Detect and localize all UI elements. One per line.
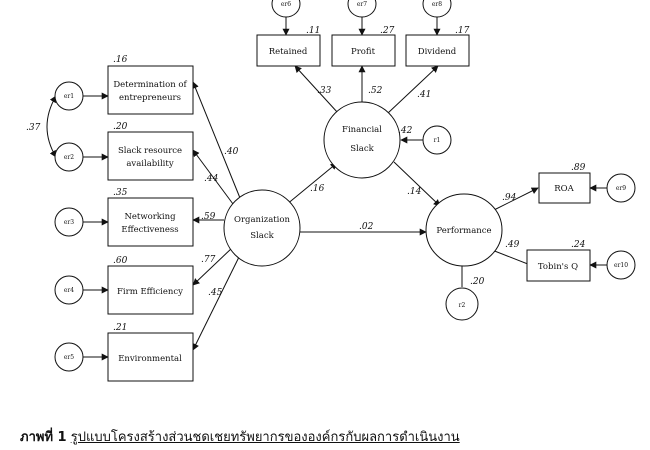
path-org-firm-efficiency	[192, 246, 234, 286]
latent-organization-slack	[223, 189, 301, 267]
error-er2	[54, 142, 84, 172]
coef-fin-dividend: .41	[417, 90, 431, 100]
label-er10: er10	[614, 262, 628, 269]
box-retained	[256, 34, 321, 67]
coef-org-perf: .02	[359, 222, 374, 232]
label-er5: er5	[64, 354, 74, 361]
path-perf-roa	[493, 187, 539, 211]
label-roa: ROA	[554, 184, 574, 194]
label-slack-resource-1: Slack resource	[118, 146, 182, 156]
r2-determination: .16	[113, 55, 128, 65]
r2-tobins-q: .24	[571, 240, 586, 250]
sem-path-diagram: er1 er2 er3 er4 er5 er6 er7 er8 er9 er10…	[26, 0, 636, 382]
error-r2	[445, 287, 479, 321]
error-er4	[54, 275, 84, 305]
label-dividend: Dividend	[418, 47, 457, 57]
coef-fin-profit: .52	[368, 86, 383, 96]
r2-networking: .35	[113, 188, 128, 198]
error-er3	[54, 207, 84, 237]
path-fin-perf	[393, 161, 441, 207]
label-environmental: Environmental	[118, 354, 182, 364]
label-determination-2: entrepreneurs	[119, 93, 181, 103]
box-networking	[107, 197, 194, 247]
label-networking-2: Effectiveness	[121, 225, 178, 235]
error-er8	[422, 0, 452, 18]
covariance-er1-er2	[46, 95, 57, 158]
coef-org-determination: .40	[224, 147, 239, 157]
coef-perf-roa: .94	[502, 193, 517, 203]
box-firm-efficiency	[107, 265, 194, 315]
label-financial-slack-1: Financial	[342, 125, 382, 135]
r2-profit: .27	[380, 26, 395, 36]
label-retained: Retained	[269, 47, 308, 57]
coef-org-environmental: .45	[208, 288, 223, 298]
path-fin-dividend	[387, 65, 439, 114]
label-firm-efficiency: Firm Efficiency	[117, 287, 183, 297]
latent-financial-slack	[323, 101, 401, 179]
label-er8: er8	[432, 1, 442, 8]
box-slack-resource	[107, 131, 194, 181]
box-tobins-q	[526, 249, 591, 282]
latent-performance	[425, 193, 503, 267]
label-r1: r1	[434, 137, 441, 144]
label-er1: er1	[64, 93, 74, 100]
label-er2: er2	[64, 154, 74, 161]
coef-er1-er2-cov: .37	[26, 123, 41, 133]
r2-performance: .20	[470, 277, 485, 287]
r2-retained: .11	[306, 26, 320, 36]
coef-perf-tobins: .49	[505, 240, 520, 250]
coef-fin-retained: .33	[317, 86, 332, 96]
error-er10	[606, 250, 636, 280]
r2-firm-efficiency: .60	[113, 256, 128, 266]
path-org-fin	[285, 162, 338, 206]
label-er6: er6	[281, 1, 291, 8]
box-profit	[331, 34, 396, 67]
r2-roa: .89	[571, 163, 586, 173]
label-slack-resource-2: availability	[126, 159, 173, 169]
coef-org-firm-efficiency: .77	[201, 255, 216, 265]
error-r1	[422, 125, 452, 155]
path-org-determination	[192, 81, 241, 199]
error-er7	[347, 0, 377, 18]
error-er1	[54, 81, 84, 111]
label-tobins-q: Tobin's Q	[538, 262, 578, 272]
label-organization-slack-1: Organization	[234, 215, 291, 225]
box-roa	[538, 172, 591, 204]
error-er5	[54, 342, 84, 372]
r2-slack-resource: .20	[113, 122, 128, 132]
label-financial-slack-2: Slack	[350, 144, 374, 154]
coef-fin-perf: .14	[407, 187, 422, 197]
coef-org-slack-resource: .44	[204, 174, 219, 184]
r2-environmental: .21	[113, 323, 127, 333]
figure-caption: ภาพที่ 1 รูปแบบโครงสร้างส่วนชดเชยทรัพยาก…	[20, 426, 460, 447]
label-er9: er9	[616, 185, 626, 192]
path-org-environmental	[192, 254, 241, 351]
label-organization-slack-2: Slack	[250, 231, 274, 241]
label-r2: r2	[459, 302, 466, 309]
label-profit: Profit	[351, 47, 376, 57]
box-dividend	[405, 34, 470, 67]
path-fin-retained	[294, 65, 339, 114]
label-networking-1: Networking	[124, 212, 176, 222]
label-er7: er7	[357, 1, 367, 8]
coef-org-fin: .16	[310, 184, 325, 194]
label-er3: er3	[64, 219, 74, 226]
path-org-slack-resource	[192, 149, 234, 205]
error-er6	[271, 0, 301, 18]
figure-caption-text: รูปแบบโครงสร้างส่วนชดเชยทรัพยากรขององค์ก…	[70, 430, 460, 445]
r2-financial-slack: .42	[398, 126, 413, 136]
label-er4: er4	[64, 287, 74, 294]
label-performance: Performance	[436, 226, 491, 236]
coef-org-networking: .59	[201, 212, 216, 222]
box-environmental	[107, 332, 194, 382]
r2-dividend: .17	[455, 26, 470, 36]
label-determination-1: Determination of	[113, 80, 187, 90]
figure-caption-label: ภาพที่ 1	[20, 430, 67, 445]
box-determination	[107, 65, 194, 115]
error-er9	[606, 173, 636, 203]
